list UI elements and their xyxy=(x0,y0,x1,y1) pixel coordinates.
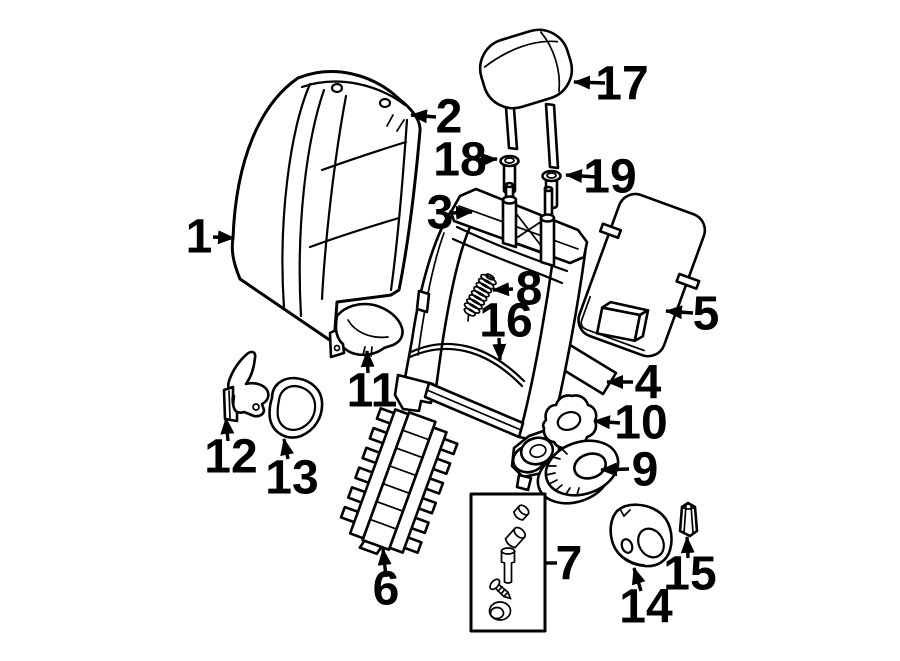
callout-9-label: 9 xyxy=(632,444,659,497)
callout-3-label: 3 xyxy=(427,187,454,240)
cover-plate xyxy=(609,503,673,568)
callout-12-label: 12 xyxy=(204,431,257,484)
callout-17-arrow xyxy=(573,75,606,90)
seat-back-frame xyxy=(393,181,589,492)
adjuster-knob-large xyxy=(536,439,620,505)
callout-2-arrow xyxy=(410,109,437,124)
lumbar-wire xyxy=(408,342,526,388)
callout-2-label: 2 xyxy=(436,91,463,144)
kit-bolt xyxy=(500,547,516,584)
callout-9-arrow xyxy=(600,462,630,477)
callout-5-label: 5 xyxy=(693,288,720,341)
callout-19-label: 19 xyxy=(583,151,636,204)
lumbar-support-pad xyxy=(339,407,459,556)
callout-15-label: 15 xyxy=(663,548,716,601)
callout-5-arrow xyxy=(665,305,694,320)
callout-8-arrow xyxy=(492,282,514,297)
back-panel xyxy=(577,192,707,358)
callout-1-arrow xyxy=(212,230,235,245)
callout-16-arrow xyxy=(492,337,507,361)
side-cover xyxy=(328,302,404,359)
kit-plug xyxy=(488,601,512,621)
callout-16-label: 16 xyxy=(479,295,532,348)
kit-cap xyxy=(513,504,530,521)
callout-13-arrow xyxy=(280,438,295,460)
trim-clip xyxy=(678,501,699,538)
callout-10-arrow xyxy=(593,415,621,430)
callout-14-arrow xyxy=(631,567,646,592)
callout-6-arrow xyxy=(377,548,392,578)
adjuster-knob-small xyxy=(541,394,598,450)
headrest xyxy=(478,28,574,110)
callout-11-label: 11 xyxy=(347,365,398,418)
seat-back-cushion xyxy=(230,70,422,345)
callout-7-label: 7 xyxy=(556,538,583,591)
callout-10-label: 10 xyxy=(614,397,667,450)
callout-19-arrow xyxy=(565,169,598,184)
callout-13-label: 13 xyxy=(265,452,318,505)
kit-sleeve xyxy=(504,526,527,549)
callout-17-label: 17 xyxy=(595,58,648,111)
callout-18-label: 18 xyxy=(433,134,486,187)
seal-ring xyxy=(268,376,324,439)
callout-14-label: 14 xyxy=(619,581,673,634)
hardware-kit-box xyxy=(469,492,547,633)
callout-11-arrow xyxy=(360,350,375,374)
callout-15-arrow xyxy=(680,536,695,559)
callout-8-label: 8 xyxy=(516,263,543,316)
recline-lever xyxy=(222,350,270,423)
callout-1-label: 1 xyxy=(186,211,213,264)
callout-4-label: 4 xyxy=(635,357,662,410)
kit-screw xyxy=(489,578,512,600)
callout-3-arrow xyxy=(451,205,473,220)
callouts: 1 2 3 4 5 6 7 8 9 10 11 12 13 14 15 16 1… xyxy=(186,58,720,634)
callout-18-arrow xyxy=(475,152,498,167)
callout-12-arrow xyxy=(220,417,235,442)
callout-6-label: 6 xyxy=(373,563,400,616)
